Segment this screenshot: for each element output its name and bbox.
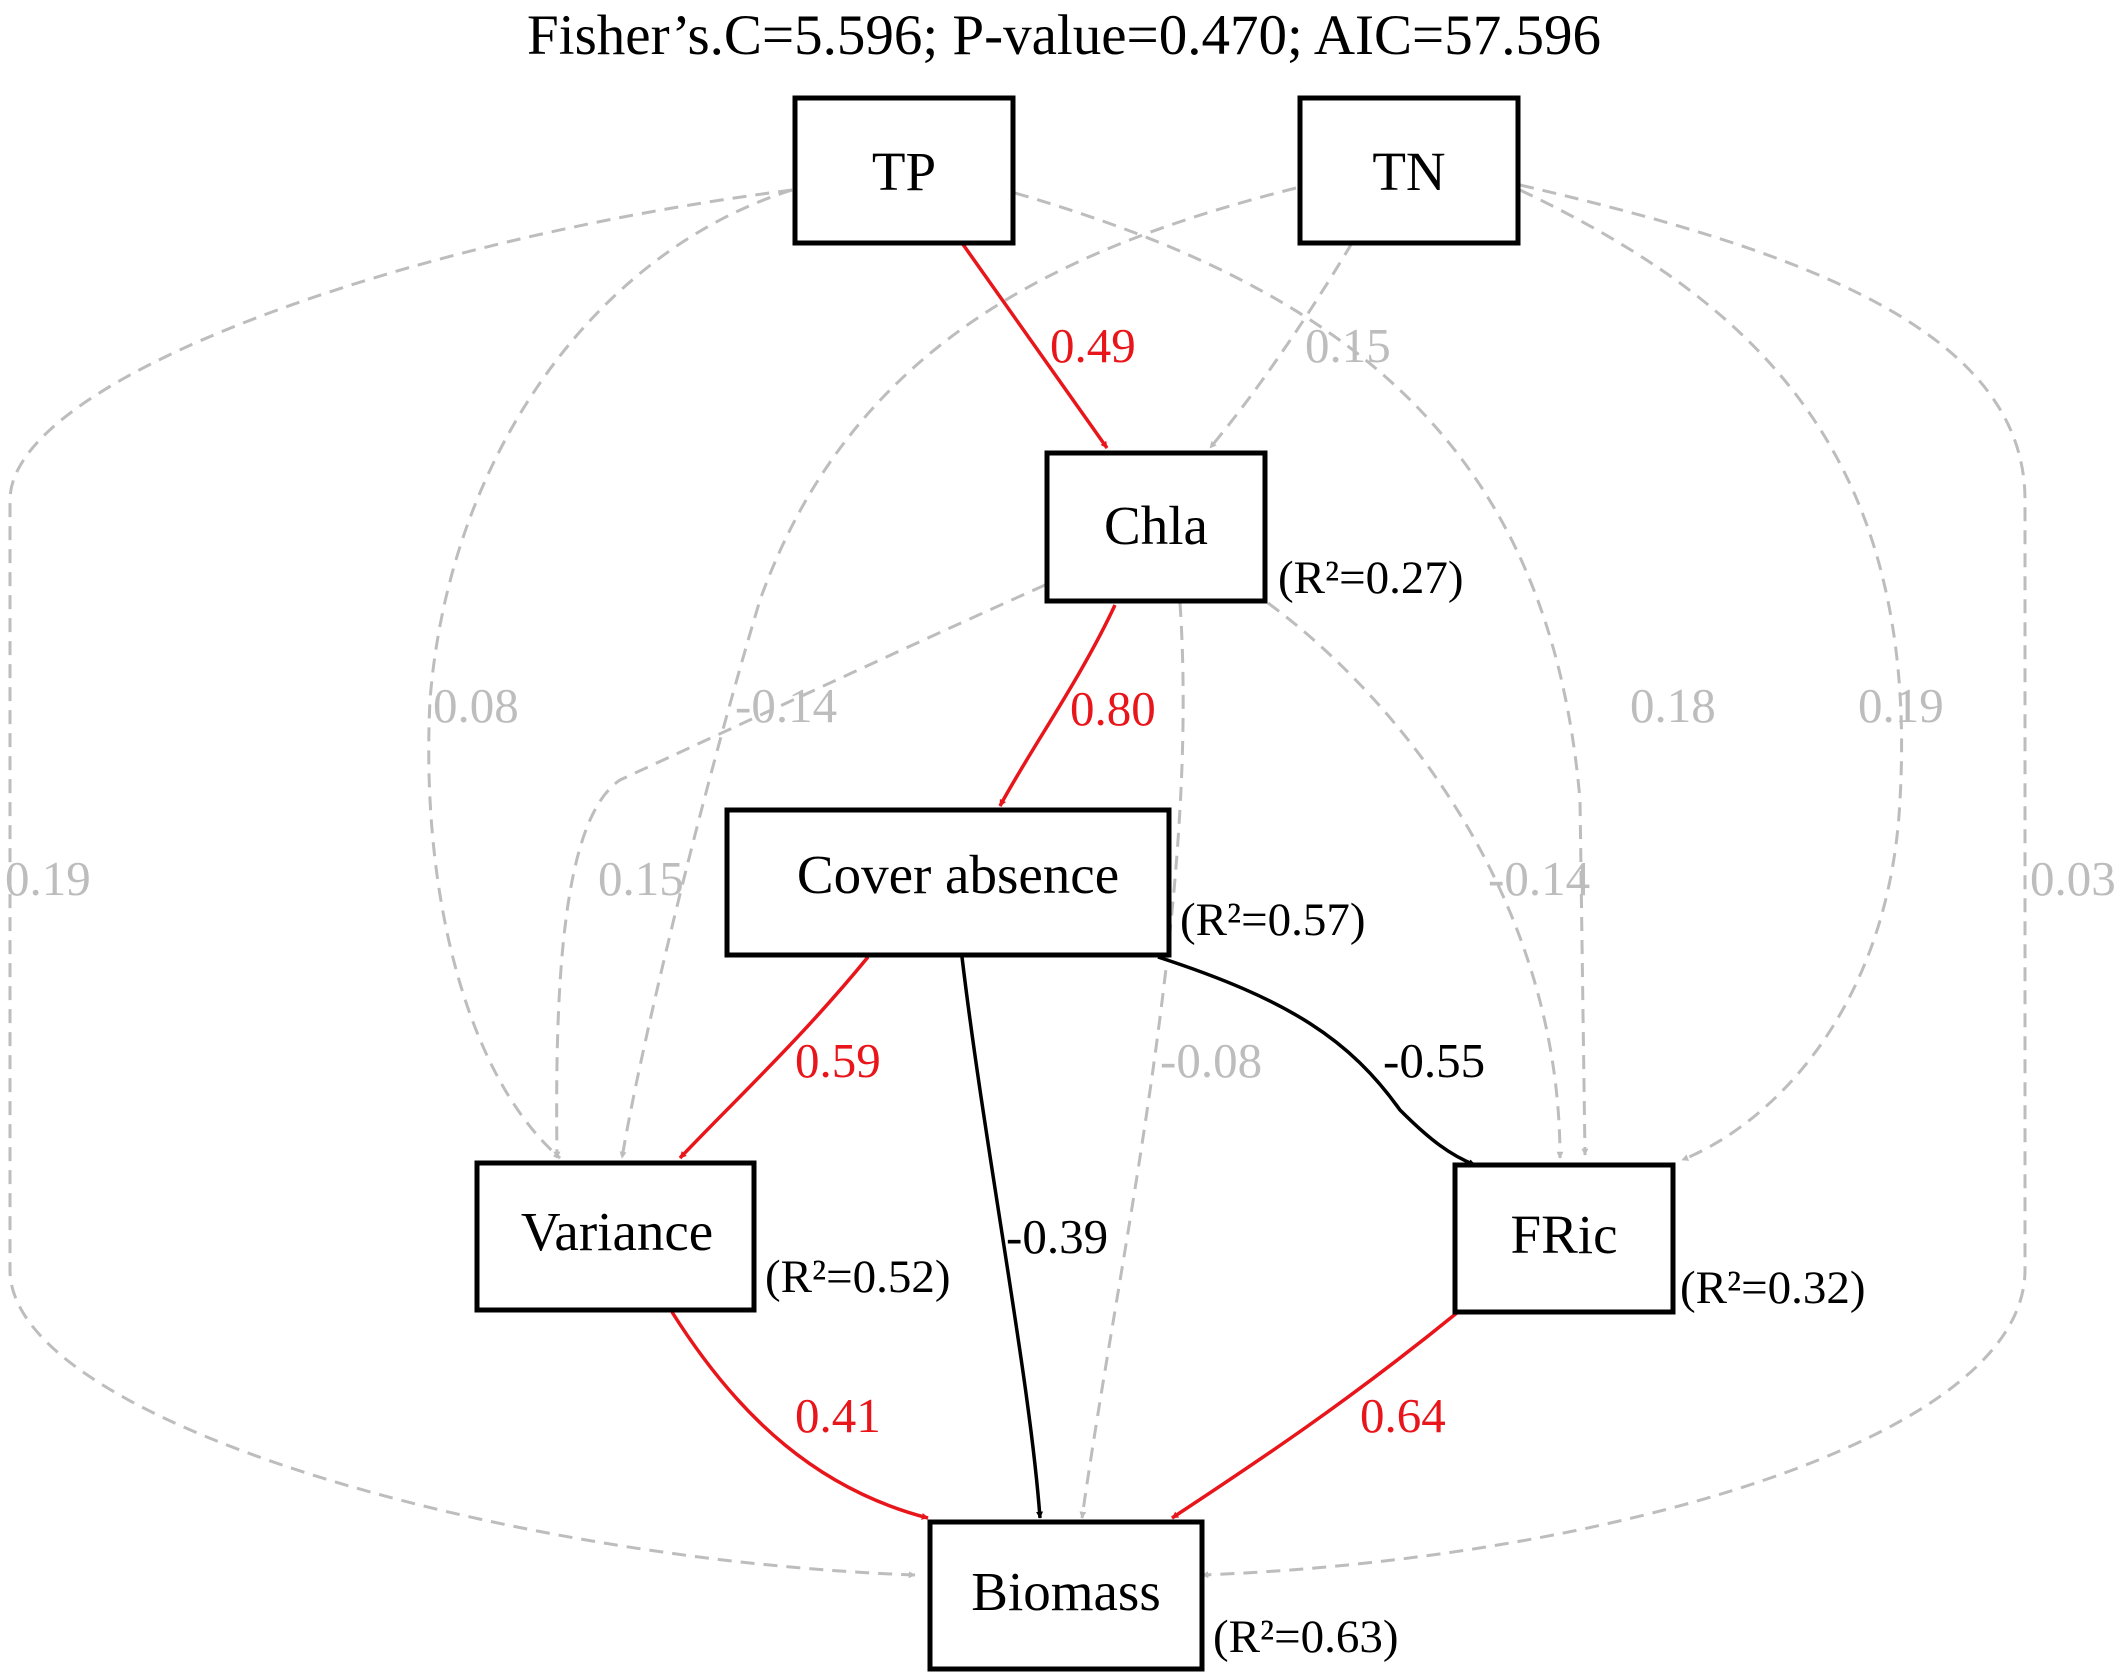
node-tp: TP bbox=[792, 95, 1016, 246]
node-biomass: Biomass (R²=0.63) bbox=[927, 1519, 1399, 1672]
edge-cover-fric bbox=[1157, 955, 1476, 1167]
coef-label-tn-variance: 0.15 bbox=[598, 851, 684, 906]
coef-label-cover-variance: 0.59 bbox=[795, 1033, 881, 1088]
edge-cover-biomass bbox=[960, 956, 1044, 1519]
coef-label-tp-chla: 0.49 bbox=[1050, 318, 1136, 373]
coef-label-tp-variance: 0.08 bbox=[433, 678, 519, 733]
coef-label-chla-cover: 0.80 bbox=[1070, 681, 1156, 736]
r2-label-biomass: (R²=0.63) bbox=[1213, 1611, 1399, 1663]
node-tn: TN bbox=[1297, 95, 1521, 246]
edge-chla-cover bbox=[998, 604, 1117, 807]
r2-label-variance: (R²=0.52) bbox=[765, 1251, 951, 1303]
r2-label-chla: (R²=0.27) bbox=[1278, 552, 1464, 604]
node-label-biomass: Biomass bbox=[971, 1561, 1160, 1622]
edge-fric-biomass bbox=[1171, 1310, 1460, 1520]
coef-label-chla-fric: -0.14 bbox=[1488, 851, 1590, 906]
edge-tp-fric bbox=[1014, 191, 1589, 1156]
node-label-chla: Chla bbox=[1104, 495, 1208, 556]
node-label-fric: FRic bbox=[1511, 1204, 1618, 1265]
node-fric: FRic (R²=0.32) bbox=[1452, 1162, 1866, 1315]
node-label-variance: Variance bbox=[521, 1201, 713, 1262]
coef-label-tp-fric: 0.18 bbox=[1630, 678, 1716, 733]
diagram-title: Fisher’s.C=5.596; P-value=0.470; AIC=57.… bbox=[527, 4, 1601, 67]
edges bbox=[8, 183, 2027, 1579]
edge-tp-variance bbox=[427, 188, 793, 1160]
coef-label-tp-biomass: 0.19 bbox=[5, 851, 91, 906]
r2-label-cover-absence: (R²=0.57) bbox=[1180, 894, 1366, 946]
edge-cover-variance bbox=[678, 955, 870, 1160]
coef-label-tn-biomass: 0.03 bbox=[2030, 851, 2116, 906]
edge-tn-biomass bbox=[1201, 183, 2027, 1579]
edge-chla-fric bbox=[1267, 601, 1564, 1159]
node-chla: Chla (R²=0.27) bbox=[1044, 450, 1464, 604]
edge-labels: 0.49 0.15 0.80 0.59 -0.39 -0.55 0.41 0.6… bbox=[5, 318, 2116, 1443]
node-label-cover-absence: Cover absence bbox=[797, 844, 1119, 905]
coef-label-chla-variance: -0.14 bbox=[735, 678, 837, 733]
coef-label-chla-biomass: -0.08 bbox=[1160, 1033, 1262, 1088]
node-cover-absence: Cover absence (R²=0.57) bbox=[724, 807, 1366, 958]
edge-tp-chla bbox=[960, 241, 1109, 450]
edge-tn-fric bbox=[1519, 188, 1903, 1162]
edge-tn-chla bbox=[1208, 242, 1354, 449]
coef-label-cover-biomass: -0.39 bbox=[1006, 1209, 1108, 1264]
coef-label-fric-biomass: 0.64 bbox=[1360, 1388, 1446, 1443]
node-variance: Variance (R²=0.52) bbox=[474, 1160, 951, 1313]
coef-label-cover-fric: -0.55 bbox=[1383, 1033, 1485, 1088]
coef-label-variance-biomass: 0.41 bbox=[795, 1388, 881, 1443]
edge-tn-variance bbox=[619, 186, 1297, 1159]
node-label-tp: TP bbox=[872, 141, 936, 202]
r2-label-fric: (R²=0.32) bbox=[1680, 1262, 1866, 1314]
edge-variance-biomass bbox=[670, 1311, 929, 1520]
edge-chla-variance bbox=[553, 583, 1046, 1159]
edge-chla-biomass bbox=[1079, 602, 1185, 1519]
coef-label-tn-fric: 0.19 bbox=[1858, 678, 1944, 733]
coef-label-tn-chla: 0.15 bbox=[1305, 318, 1391, 373]
node-label-tn: TN bbox=[1372, 141, 1445, 202]
edge-tp-biomass bbox=[8, 188, 916, 1579]
